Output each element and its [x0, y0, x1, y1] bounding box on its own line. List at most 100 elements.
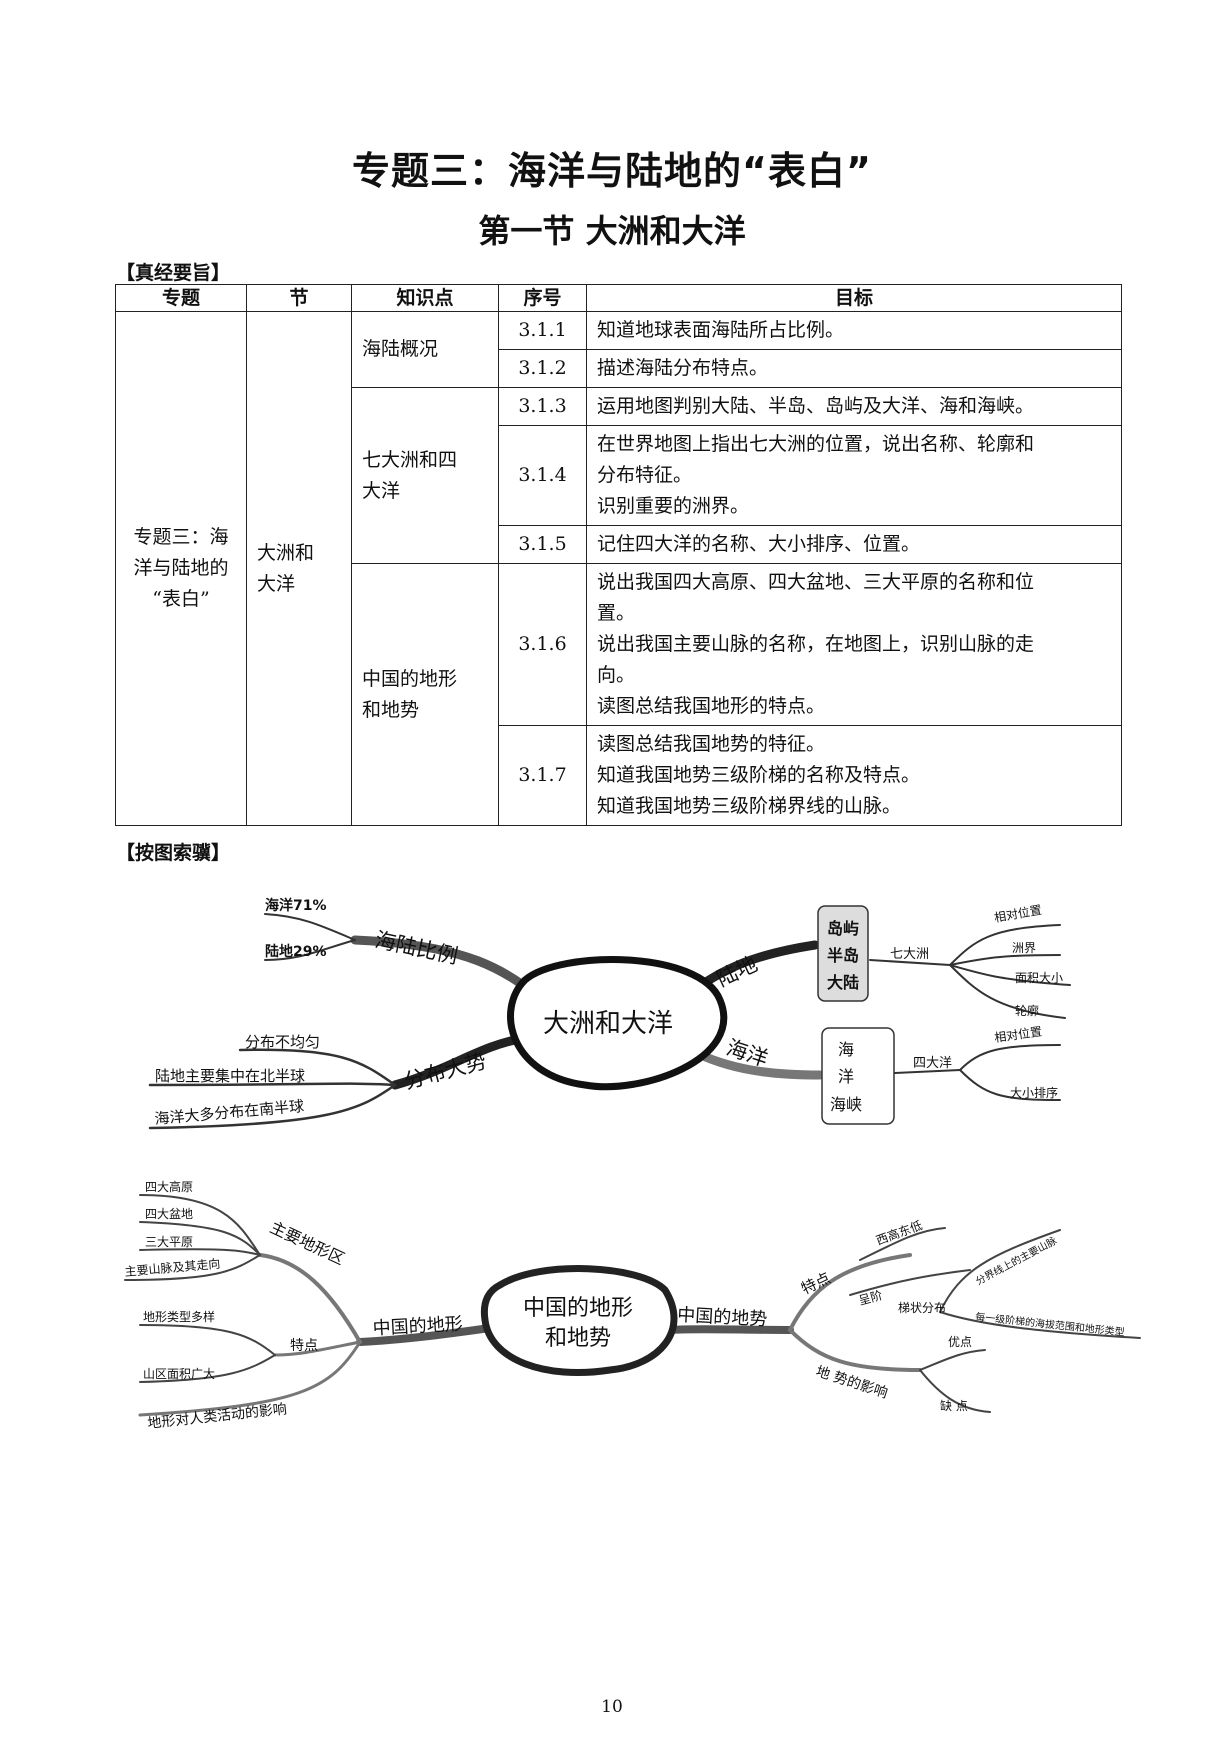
mindmap-heading: 【按图索骥】 [116, 842, 231, 864]
code-cell: 3.1.6 [498, 563, 587, 726]
leaf-line [264, 913, 356, 941]
leaf-line [124, 1254, 261, 1281]
leaf-label: 西高东低 [874, 1217, 924, 1248]
branch-line [258, 1253, 362, 1344]
leaf-label: 地形对人类活动的影响 [147, 1401, 288, 1432]
knowledge-cell: 中国的地形 和地势 [351, 563, 499, 826]
goal-line: 分布特征。 [597, 464, 693, 486]
leaf-line [949, 964, 1066, 1019]
code-cell: 3.1.2 [498, 349, 587, 388]
goal-line: 描述海陆分布特点。 [597, 357, 769, 379]
goal-line: 知道我国地势三级阶梯的名称及特点。 [597, 764, 921, 786]
leaf-label: 四大盆地 [145, 1207, 193, 1221]
leaf-line [949, 964, 1071, 986]
goal-cell: 读图总结我国地势的特征。 知道我国地势三级阶梯的名称及特点。 知道我国地势三级阶… [586, 725, 1122, 826]
branch-line [788, 1253, 912, 1332]
branch-label: 海陆比例 [373, 928, 460, 969]
leaf-label: 分布不均匀 [245, 1033, 320, 1051]
leaf-line [939, 1229, 1061, 1313]
center-node [480, 1265, 678, 1377]
table-row: 中国的地形 和地势 3.1.6 说出我国四大高原、四大盆地、三大平原的名称和位 … [116, 563, 1122, 826]
leaf-label: 地形类型多样 [143, 1309, 215, 1324]
header-code: 序号 [498, 284, 587, 312]
sub-label: 四大洋 [913, 1056, 952, 1071]
standards-table: 专题 节 知识点 序号 目标 专题三：海 洋与陆地的 “表白” 大洲和 大洋 海… [115, 284, 1122, 826]
leaf-label: 陆地主要集中在北半球 [155, 1067, 305, 1085]
leaf-label: 面积大小 [1015, 971, 1063, 985]
code-cell: 3.1.1 [498, 311, 587, 350]
center-node [507, 956, 728, 1091]
code-cell: 3.1.4 [498, 425, 587, 526]
topic-line: 专题三：海 [133, 526, 229, 548]
knowledge-line: 海陆概况 [362, 338, 439, 360]
topic-line: 洋与陆地的 [133, 557, 229, 579]
goal-line: 置。 [597, 602, 636, 624]
topic-cell: 专题三：海 洋与陆地的 “表白” [115, 311, 247, 826]
branch-line [356, 1324, 494, 1346]
page-title: 专题三：海洋与陆地的“表白” [352, 149, 872, 193]
table-header-row: 专题 节 知识点 序号 目标 [115, 284, 1122, 312]
goal-line: 说出我国四大高原、四大盆地、三大平原的名称和位 [597, 571, 1035, 593]
section-title: 第一节 大洲和大洋 [478, 212, 746, 250]
land-box [817, 905, 869, 1002]
leaf-line [919, 1369, 991, 1413]
table-row: 专题三：海 洋与陆地的 “表白” 大洲和 大洋 海陆概况 3.1.1 知道地球表… [115, 311, 1122, 826]
leaf-line [939, 1311, 1141, 1339]
table-row: 3.1.7 读图总结我国地势的特征。 知道我国地势三级阶梯的名称及特点。 知道我… [116, 725, 1122, 826]
leaf-label: 梯状分布 [898, 1301, 946, 1315]
leaf-line [139, 1221, 261, 1256]
leaf-label: 呈阶 [857, 1288, 884, 1308]
continents-oceans-mindmap: 大洲和大洋 海陆比例 海洋71% 陆地29% 分布大势 分布不均匀 陆地主要集中… [148, 897, 1071, 1130]
china-terrain-mindmap: 中国的地形 和地势 中国的地形 主要地形区 四大高原 四大盆地 三大平原 主要山… [124, 1179, 1141, 1432]
leaf-line [894, 1069, 961, 1074]
branch-label: 中国的地形 [372, 1314, 463, 1340]
leaf-line [139, 1324, 276, 1356]
branch-line [788, 1328, 922, 1372]
branch-line [661, 1325, 794, 1334]
leaf-label: 三大平原 [145, 1235, 193, 1249]
knowledge-line: 七大洲和四 [362, 448, 458, 471]
goal-cell: 知道地球表面海陆所占比例。 [586, 311, 1122, 350]
leaf-label: 山区面积广大 [143, 1367, 215, 1381]
goal-cell: 说出我国四大高原、四大盆地、三大平原的名称和位 置。 说出我国主要山脉的名称，在… [586, 563, 1122, 726]
branch-label: 特点 [290, 1338, 318, 1354]
box-item: 半岛 [827, 946, 859, 965]
knowledge-line: 中国的地形 [362, 667, 458, 690]
branch-line [390, 1033, 530, 1090]
branch-label: 分布大势 [402, 1049, 489, 1094]
goal-line: 读图总结我国地势的特征。 [597, 733, 826, 755]
sub-label: 七大洲 [890, 947, 929, 962]
leaf-line [949, 954, 1061, 966]
leaf-label: 洲界 [1012, 941, 1036, 955]
leaf-label: 海洋大多分布在南半球 [154, 1097, 305, 1128]
leaf-line [148, 1083, 397, 1130]
box-item: 岛屿 [827, 919, 859, 938]
leaf-line [919, 1349, 986, 1371]
code-cell: 3.1.5 [498, 525, 587, 564]
section-line: 大洲和 [257, 541, 315, 564]
leaf-label: 大小排序 [1010, 1085, 1058, 1100]
leaf-line [859, 1227, 946, 1261]
goal-line: 识别重要的洲界。 [597, 495, 750, 517]
leaf-line [139, 1248, 261, 1256]
table-row: 3.1.5 记住四大洋的名称、大小排序、位置。 [116, 525, 1122, 564]
goal-line: 向。 [597, 664, 636, 686]
goal-line: 在世界地图上指出七大洲的位置，说出名称、轮廓和 [597, 433, 1035, 455]
box-item: 洋 [838, 1067, 854, 1086]
goal-line: 记住四大洋的名称、大小排序、位置。 [597, 533, 921, 555]
box-item: 大陆 [827, 973, 859, 992]
leaf-label: 相对位置 [993, 1023, 1043, 1045]
branch-line [138, 1340, 362, 1417]
leaf-line [139, 1194, 261, 1256]
goal-cell: 记住四大洋的名称、大小排序、位置。 [586, 525, 1122, 564]
leaf-label: 四大高原 [145, 1179, 193, 1194]
leaf-line [264, 939, 356, 961]
knowledge-line: 大洋 [362, 479, 401, 502]
topic-line: “表白” [152, 588, 210, 610]
branch-label: 中国的地势 [677, 1305, 768, 1331]
center-label: 大洲和大洋 [543, 1009, 673, 1039]
table-row: 3.1.4 在世界地图上指出七大洲的位置，说出名称、轮廓和 分布特征。 识别重要… [116, 425, 1122, 526]
knowledge-cell: 七大洲和四 大洋 [351, 387, 499, 564]
goal-line: 知道我国地势三级阶梯界线的山脉。 [597, 795, 902, 817]
goal-cell: 在世界地图上指出七大洲的位置，说出名称、轮廓和 分布特征。 识别重要的洲界。 [586, 425, 1122, 526]
